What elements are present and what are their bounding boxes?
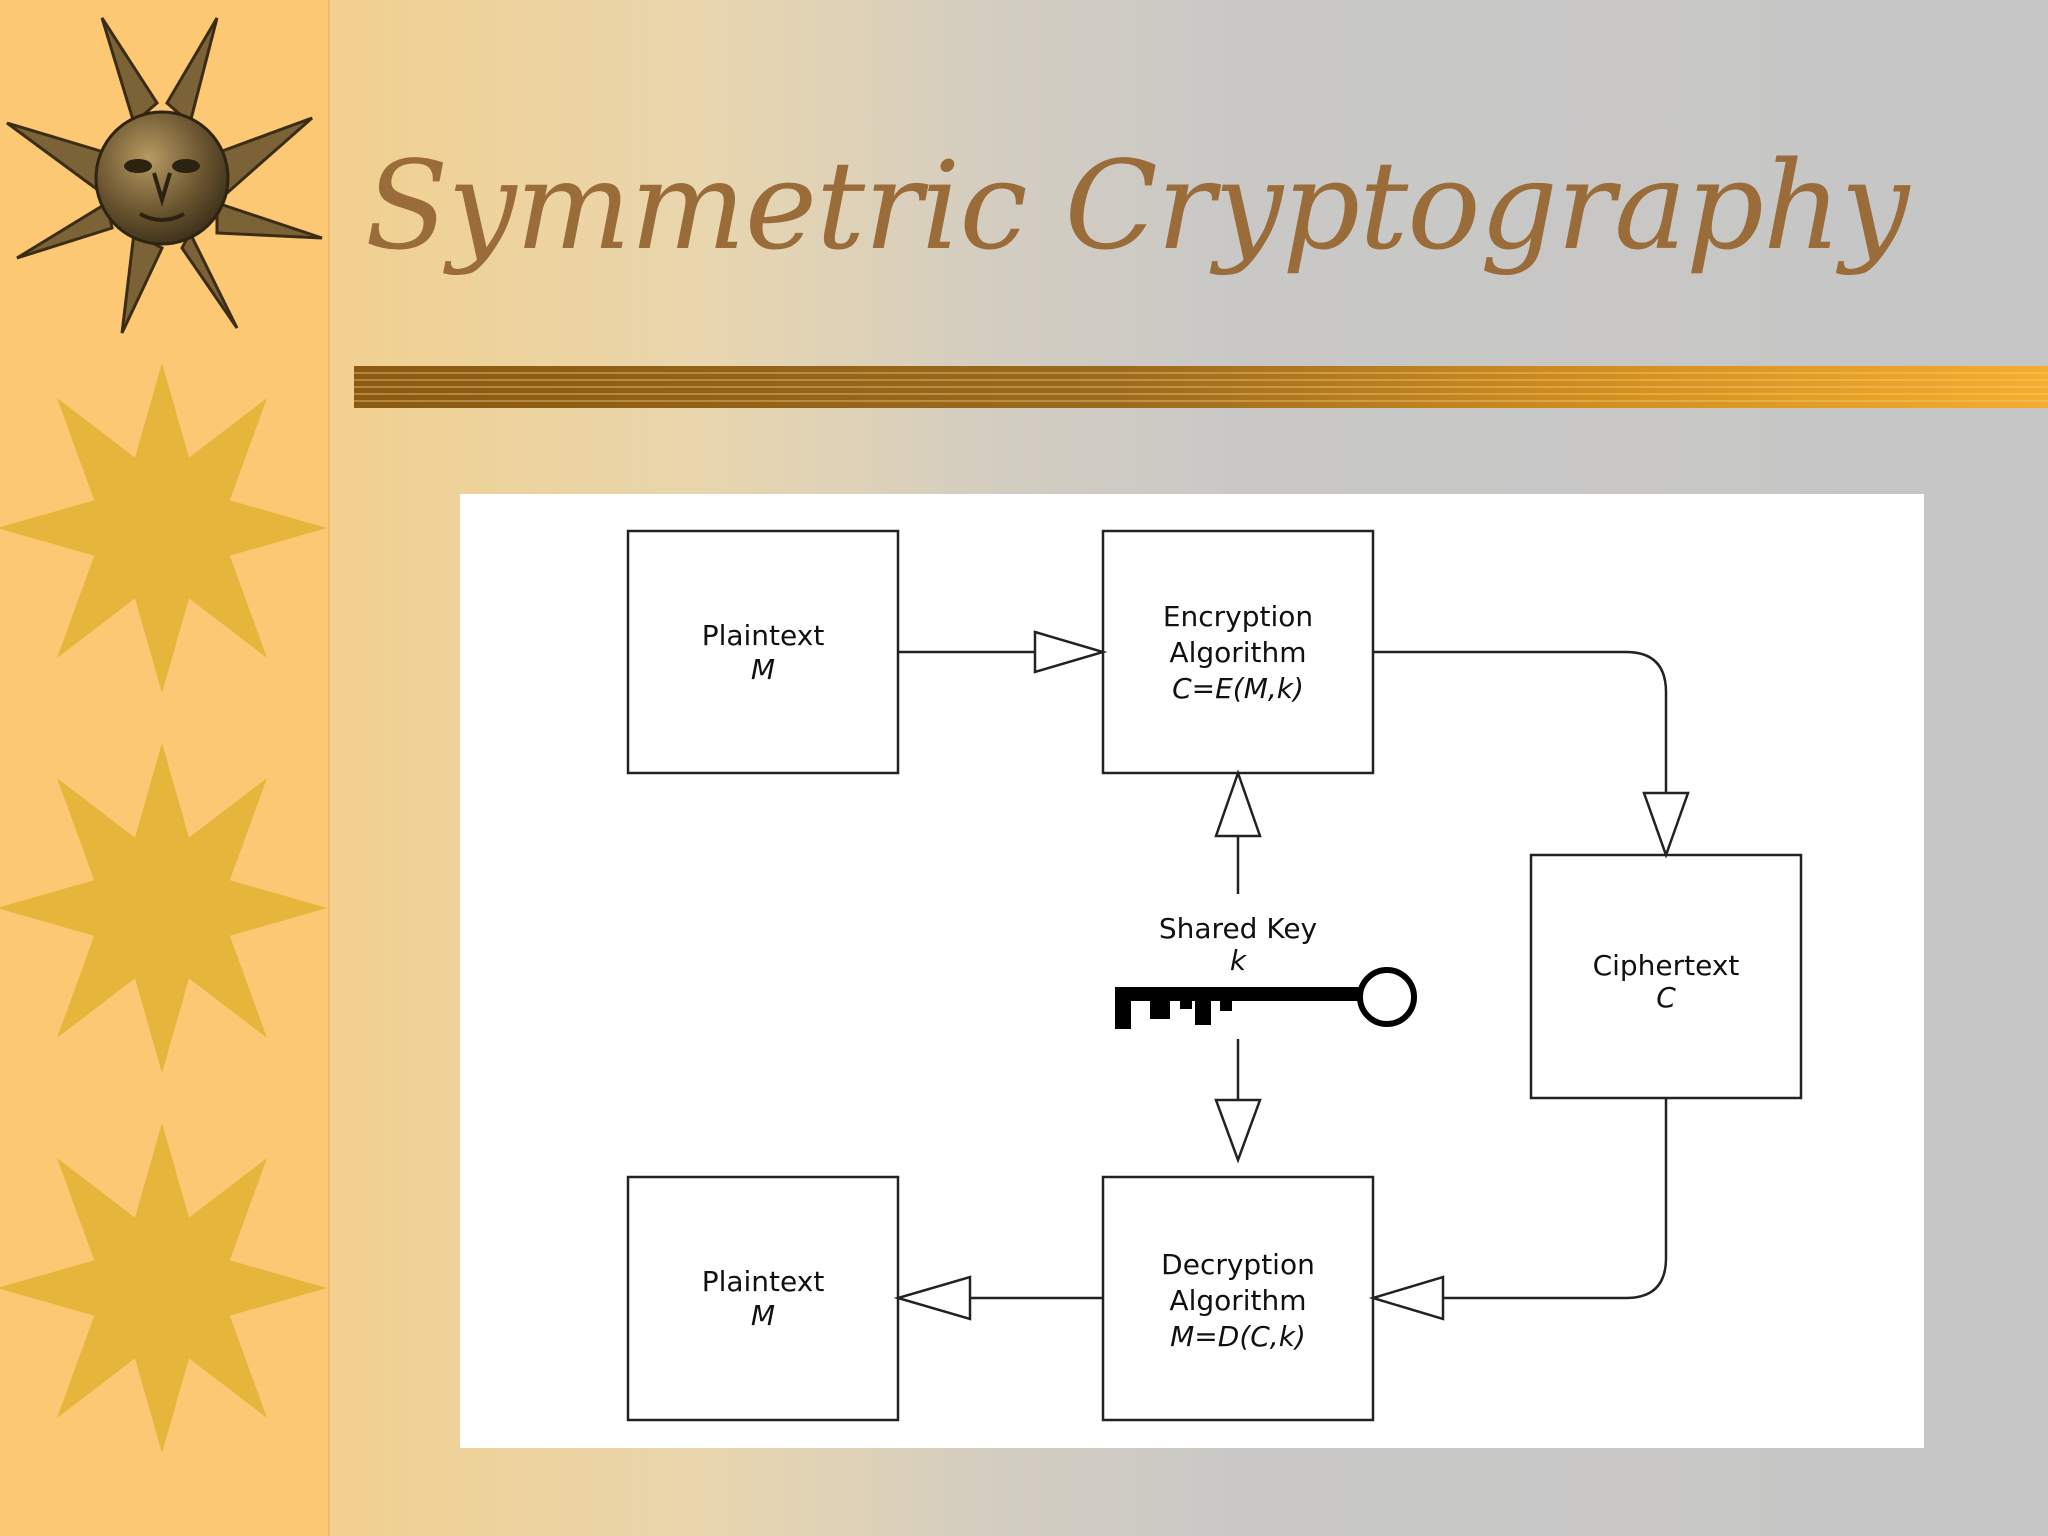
plaintext-bottom-box: [626, 1175, 900, 1422]
encryption-label-line2: Algorithm: [1169, 636, 1306, 669]
plaintext-bottom-symbol: M: [751, 1299, 775, 1332]
shared-key-symbol: k: [1230, 944, 1248, 977]
encryption-label-line1: Encryption: [1163, 600, 1313, 633]
decryption-algorithm-box: [1101, 1175, 1375, 1422]
shared-key-label: Shared Key: [1159, 912, 1317, 945]
encryption-algorithm-box: [1101, 529, 1375, 775]
arrowhead-up: [1214, 769, 1262, 838]
ciphertext-symbol: C: [1656, 981, 1676, 1014]
sun-face-icon: [6, 17, 323, 334]
arrow-encryption-to-ciphertext: [1373, 650, 1668, 793]
strip-edge: [328, 0, 330, 1536]
cryptography-diagram-panel: Plaintext M Encryption Algorithm C=E(M,k…: [460, 494, 1924, 1448]
sun-icon: [0, 1123, 327, 1453]
plaintext-bottom-label: Plaintext: [702, 1265, 825, 1298]
arrowhead-down: [1214, 1098, 1262, 1164]
arrowhead-down: [1642, 791, 1690, 859]
ciphertext-box: [1529, 853, 1803, 1100]
sun-icon: [0, 363, 327, 693]
plaintext-top-label: Plaintext: [702, 619, 825, 652]
title-divider-rule: [354, 366, 2048, 408]
plaintext-top-symbol: M: [751, 653, 775, 686]
arrowhead-left: [1368, 1275, 1445, 1321]
symmetric-cryptography-diagram: Plaintext M Encryption Algorithm C=E(M,k…: [626, 529, 1803, 1422]
slide-title: Symmetric Cryptography: [365, 135, 1909, 277]
key-icon: [1115, 967, 1417, 1029]
decryption-formula: M=D(C,k): [1170, 1320, 1306, 1353]
arrow-ciphertext-to-decryption: [1443, 1098, 1668, 1300]
ciphertext-label: Ciphertext: [1593, 949, 1740, 982]
decryption-label-line1: Decryption: [1161, 1248, 1315, 1281]
sun-decorations: [0, 17, 327, 1453]
encryption-formula: C=E(M,k): [1172, 672, 1304, 705]
plaintext-top-box: [626, 529, 900, 775]
decryption-label-line2: Algorithm: [1169, 1284, 1306, 1317]
sun-icon: [0, 743, 327, 1073]
arrowhead-left: [893, 1275, 972, 1321]
arrowhead-right: [1033, 630, 1108, 674]
